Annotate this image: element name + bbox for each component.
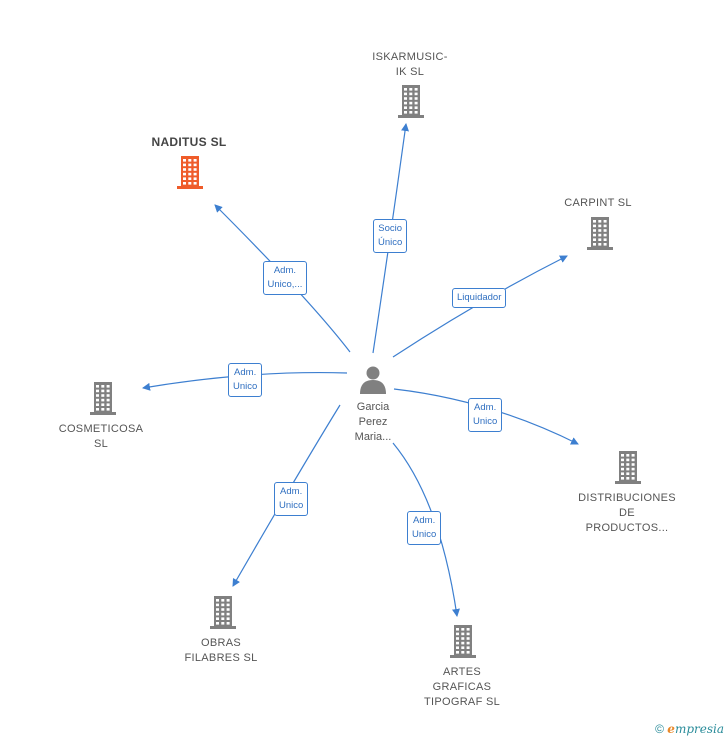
building-icon[interactable] xyxy=(210,596,236,629)
company-label-artes[interactable]: ARTES GRAFICAS TIPOGRAF SL xyxy=(423,666,501,708)
company-label-naditus[interactable]: NADITUS SL xyxy=(151,135,227,149)
brand-logo: empresia xyxy=(667,722,724,736)
relation-label-distribuciones[interactable]: Adm. Unico xyxy=(468,398,503,432)
building-icon[interactable] xyxy=(398,85,424,118)
copyright-symbol: © xyxy=(655,722,664,736)
company-label-distribuciones[interactable]: DISTRIBUCIONES DE PRODUCTOS... xyxy=(578,492,676,534)
relation-label-naditus[interactable]: Adm. Unico,... xyxy=(262,261,308,295)
person-icon[interactable] xyxy=(360,366,386,395)
footer-brand: © empresia xyxy=(655,722,724,736)
relation-label-artes[interactable]: Adm. Unico xyxy=(407,511,442,545)
relation-label-cosmeticosa[interactable]: Adm. Unico xyxy=(228,363,263,397)
company-label-iskarmusic[interactable]: ISKARMUSIC- IK SL xyxy=(372,51,448,78)
company-label-obras[interactable]: OBRAS FILABRES SL xyxy=(184,637,258,664)
relation-label-iskarmusic[interactable]: Socio Único xyxy=(373,219,408,253)
building-icon[interactable] xyxy=(450,625,476,658)
company-label-cosmeticosa[interactable]: COSMETICOSA SL xyxy=(58,423,144,450)
relation-label-obras[interactable]: Adm. Unico xyxy=(274,482,309,516)
relation-label-carpint[interactable]: Liquidador xyxy=(452,288,507,308)
building-icon[interactable] xyxy=(177,156,203,189)
building-icon[interactable] xyxy=(90,382,116,415)
building-icon[interactable] xyxy=(587,217,613,250)
company-label-carpint[interactable]: CARPINT SL xyxy=(564,197,632,209)
building-icon[interactable] xyxy=(615,451,641,484)
person-name-label[interactable]: Garcia Perez Maria... xyxy=(354,401,392,443)
